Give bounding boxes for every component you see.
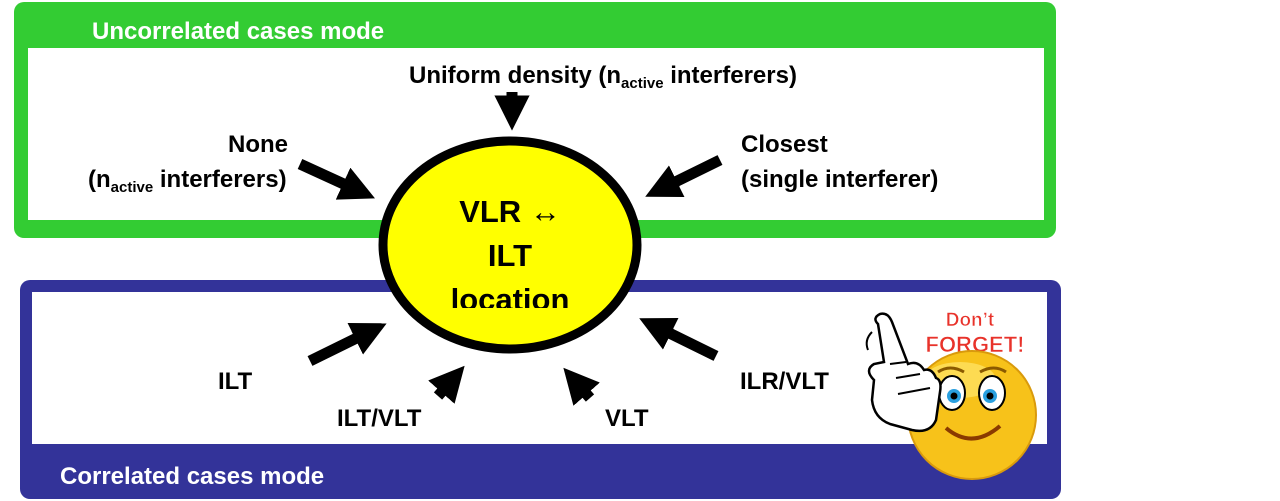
label-none: None	[228, 131, 288, 158]
arrow-none	[297, 158, 376, 200]
correlated-panel-title: Correlated cases mode	[60, 463, 325, 490]
ellipse-label-line2: ILT	[487, 238, 533, 273]
arrow-closest	[645, 155, 723, 198]
badge-forget-text: FORGET!	[926, 332, 1025, 357]
label-single-interferer: (single interferer)	[741, 166, 939, 193]
uncorrelated-cases-panel: Uncorrelated cases mode	[14, 2, 1056, 238]
uncorrelated-panel-title: Uncorrelated cases mode	[92, 18, 385, 45]
arrow-vlt	[563, 367, 600, 406]
badge-dont-text: Don’t	[946, 310, 995, 331]
arrow-ilr-vlt	[639, 317, 719, 361]
vlr-ilt-location-ellipse	[378, 136, 642, 354]
label-none-interferers: (nactive interferers)	[88, 166, 287, 196]
arrow-ilt	[307, 322, 387, 366]
label-ilr-vlt: ILR/VLT	[740, 368, 829, 395]
label-ilt: ILT	[218, 368, 253, 395]
ellipse-label-line3: location	[450, 282, 570, 308]
arrow-ilt-vlt	[428, 365, 465, 404]
label-vlt: VLT	[605, 405, 649, 432]
label-closest: Closest	[741, 131, 828, 158]
dont-forget-smiley-icon: Don’t FORGET!	[865, 310, 1037, 480]
label-uniform-density: Uniform density (nactive interferers)	[409, 62, 797, 92]
raised-finger-hand	[867, 312, 942, 433]
label-ilt-vlt: ILT/VLT	[337, 405, 422, 432]
ellipse-label-line1: VLR ↔	[459, 194, 561, 229]
ellipse-label: VLR ↔ ILT location	[385, 190, 635, 308]
